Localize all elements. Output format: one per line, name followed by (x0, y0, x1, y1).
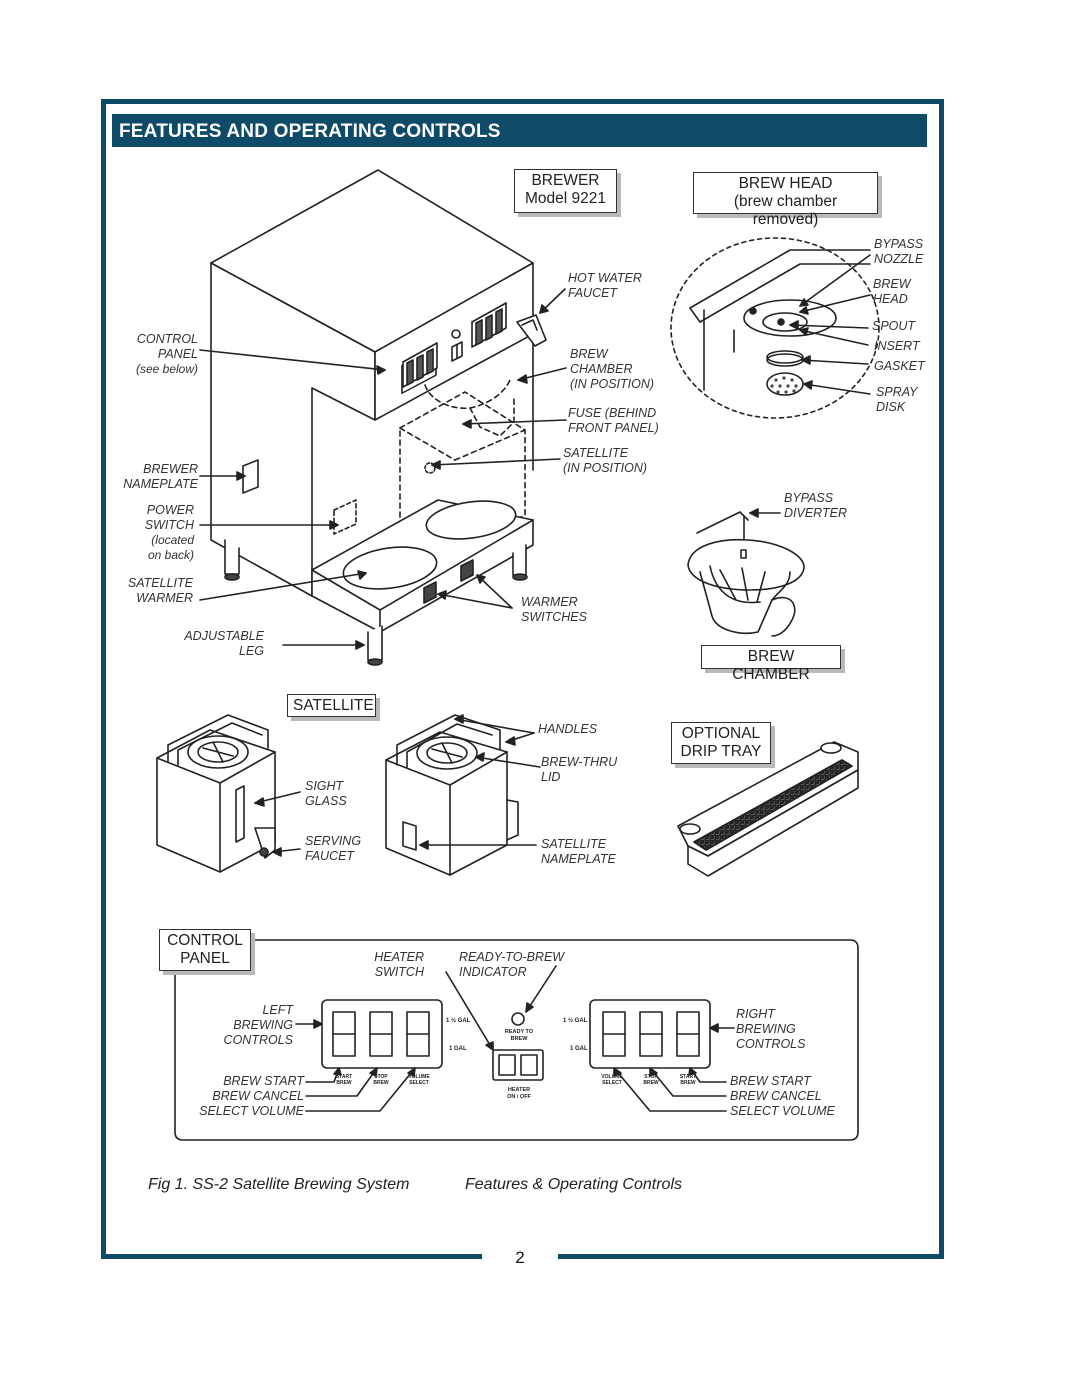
drip-tray-line1: OPTIONAL (681, 725, 761, 742)
drip-tray-box-label: OPTIONAL DRIP TRAY (671, 722, 771, 764)
brew-head-title: BREW HEAD (738, 175, 833, 192)
brewer-title: BREWER (531, 172, 600, 189)
gal-1-left: 1 GAL (449, 1046, 467, 1052)
satellite-left-illustration (156, 714, 276, 873)
brew-head-illustration (670, 237, 880, 419)
control-panel-line1: CONTROL (167, 932, 243, 949)
page-title: FEATURES AND OPERATING CONTROLS (119, 121, 501, 142)
frame-gap (482, 1246, 558, 1260)
page-number: 2 (515, 1248, 525, 1267)
brew-head-subtitle: (brew chamber removed) (733, 193, 838, 228)
brew-head-box-label: BREW HEAD (brew chamber removed) (693, 172, 878, 228)
gal-1-5-left: 1 ½ GAL (446, 1018, 471, 1024)
label-gasket: GASKET (874, 359, 925, 373)
control-panel-line2: PANEL (180, 950, 230, 967)
figure-caption: Fig 1. SS-2 Satellite Brewing System (148, 1176, 410, 1193)
brew-chamber-box-label: BREW CHAMBER (701, 645, 841, 683)
brewer-box-label: BREWER Model 9221 (514, 169, 617, 213)
brewer-illustration (199, 169, 567, 666)
control-panel-box-label: CONTROL PANEL (159, 929, 251, 971)
satellite-right-illustration (254, 714, 541, 876)
header-bar (112, 114, 927, 147)
label-satellite-in-position: SATELLITE(IN POSITION) (563, 446, 648, 475)
drip-tray-line2: DRIP TRAY (680, 743, 762, 760)
label-spout: SPOUT (872, 319, 916, 333)
control-panel-illustration (174, 939, 859, 1141)
drip-tray-illustration (677, 741, 859, 877)
gal-1-right: 1 GAL (570, 1046, 588, 1052)
satellite-box-label: SATELLITE (287, 694, 376, 717)
figure-subtitle: Features & Operating Controls (465, 1176, 682, 1193)
gal-1-5-right: 1 ½ GAL (563, 1018, 588, 1024)
label-handles: HANDLES (538, 722, 598, 736)
brewer-model: Model 9221 (524, 190, 606, 207)
label-insert: INSERT (874, 339, 920, 353)
brew-chamber-illustration (687, 508, 805, 637)
